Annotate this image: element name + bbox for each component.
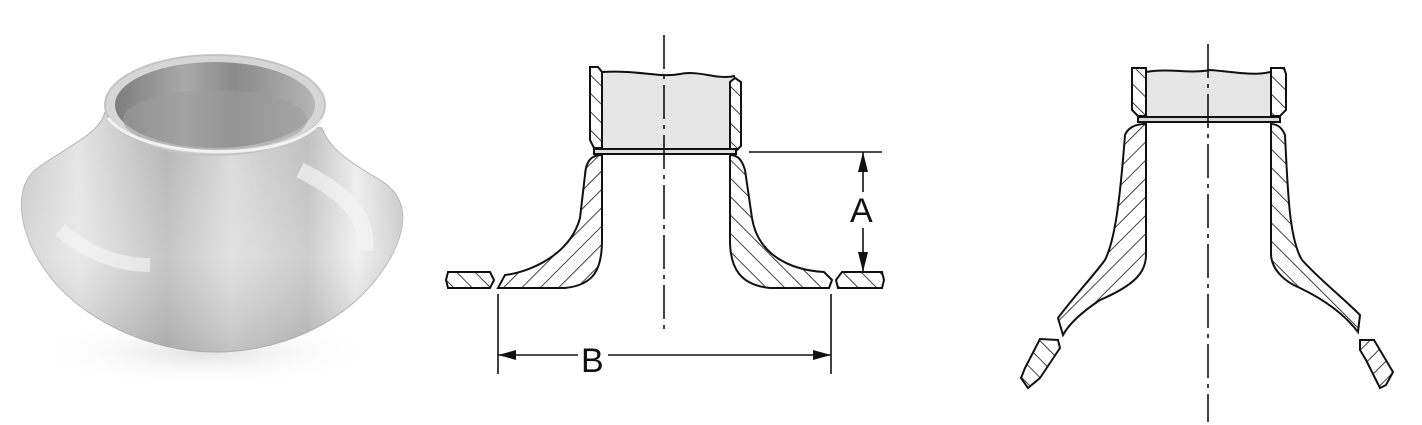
sweepolet-photo-icon	[21, 54, 404, 387]
dimension-a-label: A	[850, 192, 873, 230]
cross-section-dimensioned: A B	[430, 0, 930, 425]
product-photo	[0, 0, 430, 425]
sweepolet-section-diagram: A B	[444, 35, 886, 380]
sweepolet-contoured-diagram	[1019, 44, 1395, 422]
dimension-b-label: B	[581, 342, 604, 380]
cross-section-contoured	[1000, 0, 1422, 425]
